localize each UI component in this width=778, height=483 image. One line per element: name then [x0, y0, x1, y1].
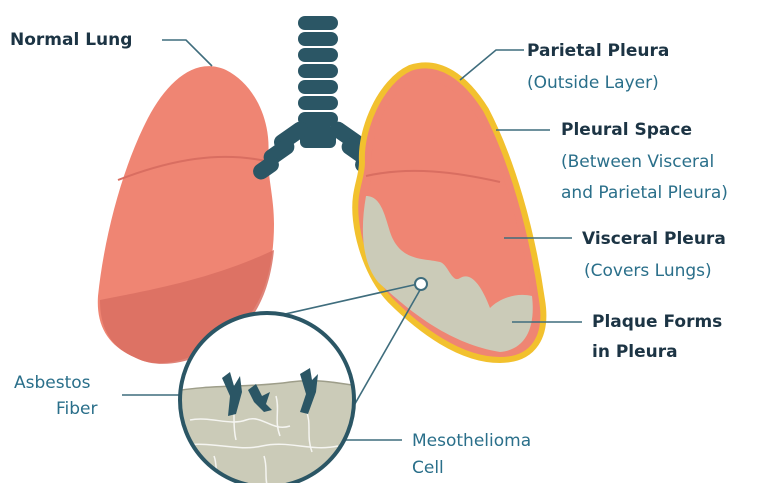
label-visceral-pleura-sub: (Covers Lungs)	[584, 258, 712, 284]
label-plaque-line1: Plaque Forms	[592, 309, 722, 335]
right-lung-icon	[355, 65, 543, 360]
leader-normal-lung	[162, 40, 212, 66]
label-pleural-space-sub1: (Between Visceral	[561, 149, 714, 175]
label-pleural-space-sub2: and Parietal Pleura)	[561, 180, 728, 206]
label-asbestos-line2: Fiber	[56, 396, 98, 422]
label-parietal-pleura-sub: (Outside Layer)	[527, 70, 659, 96]
label-parietal-pleura: Parietal Pleura	[527, 38, 669, 64]
label-asbestos-line1: Asbestos	[14, 370, 91, 396]
label-meso-line1: Mesothelioma	[412, 428, 531, 454]
label-visceral-pleura: Visceral Pleura	[582, 226, 726, 252]
label-meso-line2: Cell	[412, 455, 444, 481]
label-normal-lung: Normal Lung	[10, 27, 132, 53]
leader-parietal-pleura	[460, 50, 524, 80]
zoom-origin-icon	[415, 278, 427, 290]
label-pleural-space: Pleural Space	[561, 117, 692, 143]
label-plaque-line2: in Pleura	[592, 339, 678, 365]
